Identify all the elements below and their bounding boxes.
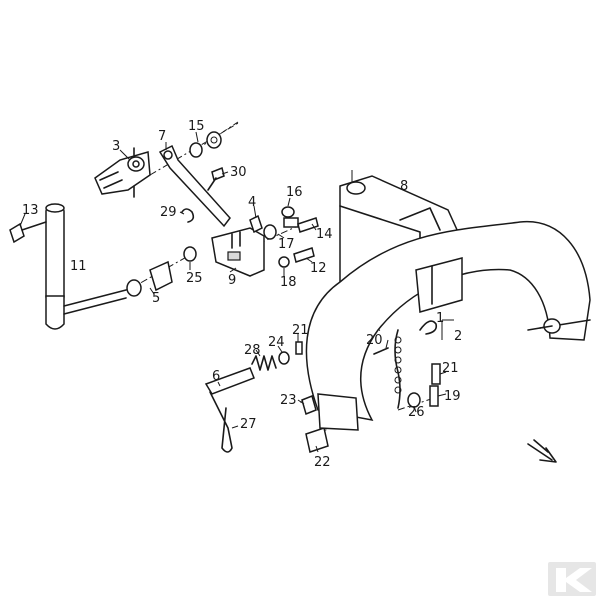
callout-30: 30 [230,165,247,180]
callout-9: 9 [228,273,236,288]
callout-27: 27 [240,417,257,432]
callout-14: 14 [316,227,333,242]
callout-24: 24 [268,335,285,350]
part-15-washers [189,131,222,158]
callout-22: 22 [314,455,331,470]
parts-28-24-spring [251,351,290,371]
callout-7: 7 [158,129,166,144]
callout-6: 6 [212,369,220,384]
callout-4: 4 [248,195,256,210]
callout-18: 18 [280,275,297,290]
callout-5: 5 [152,291,160,306]
callout-29: 29 [160,205,177,220]
arrow-icon [527,439,557,463]
parts-1-2-hook-chain [394,257,463,409]
callouts: 3 7 15 30 13 29 4 16 14 17 11 25 18 12 9… [22,119,462,470]
callout-13: 13 [22,203,39,218]
callout-3: 3 [112,139,120,154]
tube [305,220,591,422]
part-13-bolt [9,221,47,244]
parts-6-27-lever [204,367,255,453]
leader-lines [19,131,454,453]
callout-20: 20 [366,333,383,348]
callout-19: 19 [444,389,461,404]
callout-25: 25 [186,271,203,286]
callout-28: 28 [244,343,261,358]
callout-1: 1 [436,311,444,326]
parts-23-22 [301,393,359,453]
parts-4-16-14-17-12-18 [249,206,319,268]
part-29-clip [181,208,195,223]
part-11-vertical-pin [45,203,127,330]
part-9-bracket [211,227,265,277]
part-3-clevis [94,147,151,198]
callout-8: 8 [400,179,408,194]
callout-23: 23 [280,393,297,408]
part-30-bolt [207,166,225,191]
callout-2: 2 [454,329,462,344]
parts-26-19 [407,385,439,408]
callout-26: 26 [408,405,425,420]
parts-25-5-bushings [126,246,197,297]
callout-12: 12 [310,261,327,276]
callout-15: 15 [188,119,205,134]
k-logo-icon [548,562,596,596]
callout-16: 16 [286,185,303,200]
callout-21b: 21 [442,361,459,376]
callout-17: 17 [278,237,295,252]
callout-11: 11 [70,259,87,274]
callout-21: 21 [292,323,309,338]
part-7-arm [158,144,231,228]
